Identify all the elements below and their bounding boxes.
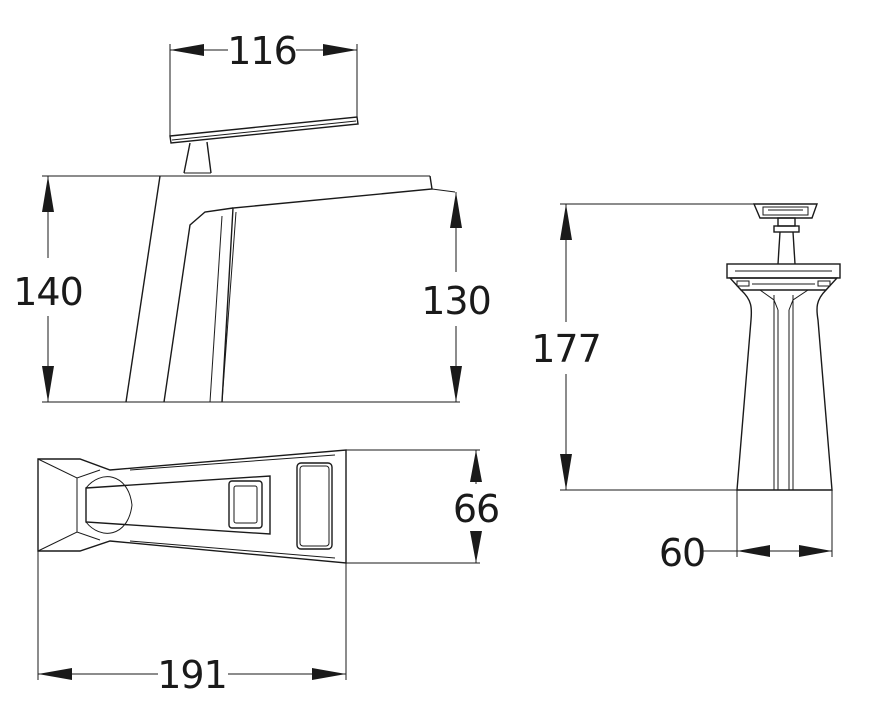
front-view: 116 140 130	[13, 29, 492, 403]
dim-side-height: 177	[531, 327, 601, 371]
dim-base-width: 60	[659, 531, 705, 575]
dim-top-depth: 66	[453, 487, 499, 531]
spout-aerator	[296, 462, 333, 550]
dim-total-height: 140	[13, 270, 83, 314]
dim-spout-height: 130	[421, 279, 491, 323]
top-view: 66 191	[37, 449, 500, 697]
handle-button	[228, 480, 263, 529]
side-view: 177 60	[531, 203, 841, 575]
handle-stem	[183, 142, 191, 174]
faucet-body-front	[125, 175, 161, 403]
dim-total-length: 191	[157, 653, 227, 697]
dim-handle-length: 116	[227, 29, 297, 73]
handle-lever	[169, 116, 359, 144]
handle-side	[752, 203, 818, 219]
handle-top	[85, 475, 271, 535]
faucet-body-side	[736, 289, 833, 491]
